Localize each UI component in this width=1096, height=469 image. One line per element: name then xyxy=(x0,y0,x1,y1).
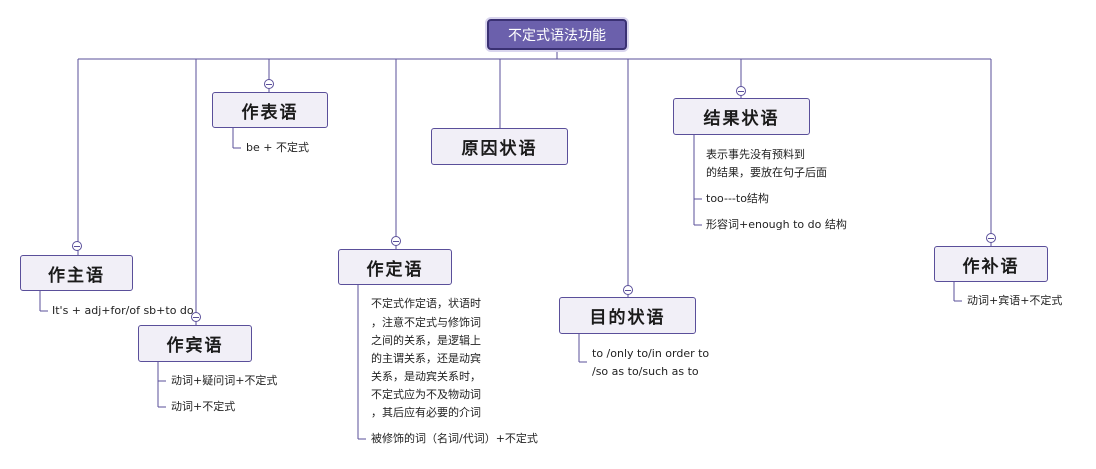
collapse-icon[interactable] xyxy=(736,86,746,96)
leaf-attributive-pattern: 被修饰的词（名词/代词）+不定式 xyxy=(371,432,538,445)
node-result[interactable]: 结果状语 xyxy=(673,98,810,135)
leaf-result-pattern: 形容词+enough to do 结构 xyxy=(706,218,847,231)
attributive-note-line: 关系，是动宾关系时， xyxy=(371,370,481,383)
collapse-icon[interactable] xyxy=(264,79,274,89)
node-predicative[interactable]: 作表语 xyxy=(212,92,328,128)
collapse-icon[interactable] xyxy=(191,312,201,322)
node-complement[interactable]: 作补语 xyxy=(934,246,1048,282)
root-node[interactable]: 不定式语法功能 xyxy=(487,19,627,50)
attributive-note-line: 的主谓关系，还是动宾 xyxy=(371,352,481,365)
attributive-note-line: ，其后应有必要的介词 xyxy=(371,406,481,419)
collapse-icon[interactable] xyxy=(72,241,82,251)
attributive-note-line: ，注意不定式与修饰词 xyxy=(371,316,481,329)
node-cause[interactable]: 原因状语 xyxy=(431,128,568,165)
leaf-object-pattern: 动词+疑问词+不定式 xyxy=(171,374,278,387)
collapse-icon[interactable] xyxy=(986,233,996,243)
attributive-note-line: 之间的关系，是逻辑上 xyxy=(371,334,481,347)
result-note-line: 的结果，要放在句子后面 xyxy=(706,166,827,179)
leaf-predicative-pattern: be + 不定式 xyxy=(246,141,309,154)
node-object[interactable]: 作宾语 xyxy=(138,325,252,362)
node-subject[interactable]: 作主语 xyxy=(20,255,133,291)
attributive-note-line: 不定式应为不及物动词 xyxy=(371,388,481,401)
leaf-result-pattern: too---to结构 xyxy=(706,192,769,205)
collapse-icon[interactable] xyxy=(623,285,633,295)
leaf-purpose-pattern: /so as to/such as to xyxy=(592,365,699,378)
node-purpose[interactable]: 目的状语 xyxy=(559,297,696,334)
leaf-object-pattern: 动词+不定式 xyxy=(171,400,236,413)
leaf-subject-pattern: It's + adj+for/of sb+to do xyxy=(52,304,194,317)
leaf-purpose-pattern: to /only to/in order to xyxy=(592,347,710,360)
leaf-complement-pattern: 动词+宾语+不定式 xyxy=(967,294,1063,307)
result-note-line: 表示事先没有预料到 xyxy=(706,148,805,161)
collapse-icon[interactable] xyxy=(391,236,401,246)
node-attributive[interactable]: 作定语 xyxy=(338,249,452,285)
attributive-note-line: 不定式作定语，状语时 xyxy=(371,297,481,310)
